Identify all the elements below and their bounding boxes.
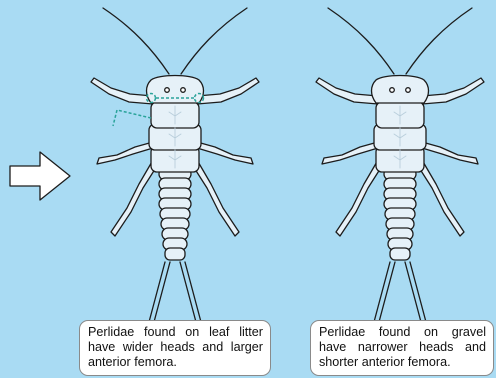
stonefly-narrow-head (316, 8, 484, 322)
right-arrow-icon (10, 152, 70, 200)
stonefly-wide-head (91, 8, 259, 322)
femur-length-highlight (113, 110, 151, 126)
caption-gravel: Perlidae found on gravel have narrower h… (310, 320, 494, 376)
caption-leaf-litter: Perlidae found on leaf litter have wider… (79, 320, 271, 376)
